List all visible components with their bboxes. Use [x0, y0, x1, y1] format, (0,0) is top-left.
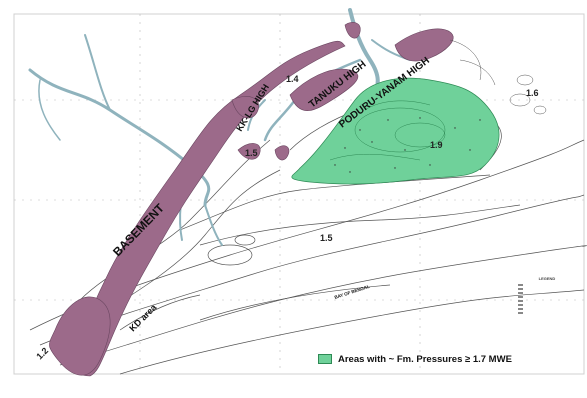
legend-title: LEGEND [538, 276, 556, 281]
contour-label: 1.4 [286, 74, 299, 84]
basement-ridge [49, 22, 454, 377]
contour-label: 1.5 [320, 233, 333, 243]
contour-label: 1.6 [526, 88, 539, 98]
kd-area-label: KD area [127, 302, 159, 334]
legend-swatch [318, 354, 332, 364]
contour-label: 1.2 [34, 345, 50, 361]
map-border [13, 13, 585, 375]
high-pressure-area [291, 77, 500, 185]
offshore-features [449, 39, 547, 115]
contour-label: 1.5 [245, 148, 258, 158]
pressure-contours [29, 94, 587, 375]
pressure-legend: Areas with ~ Fm. Pressures ≥ 1.7 MWE [318, 348, 566, 370]
contour-label: 1.9 [430, 140, 443, 150]
legend-text: Areas with ~ Fm. Pressures ≥ 1.7 MWE [338, 353, 512, 365]
map-legend: LEGEND [518, 276, 576, 338]
